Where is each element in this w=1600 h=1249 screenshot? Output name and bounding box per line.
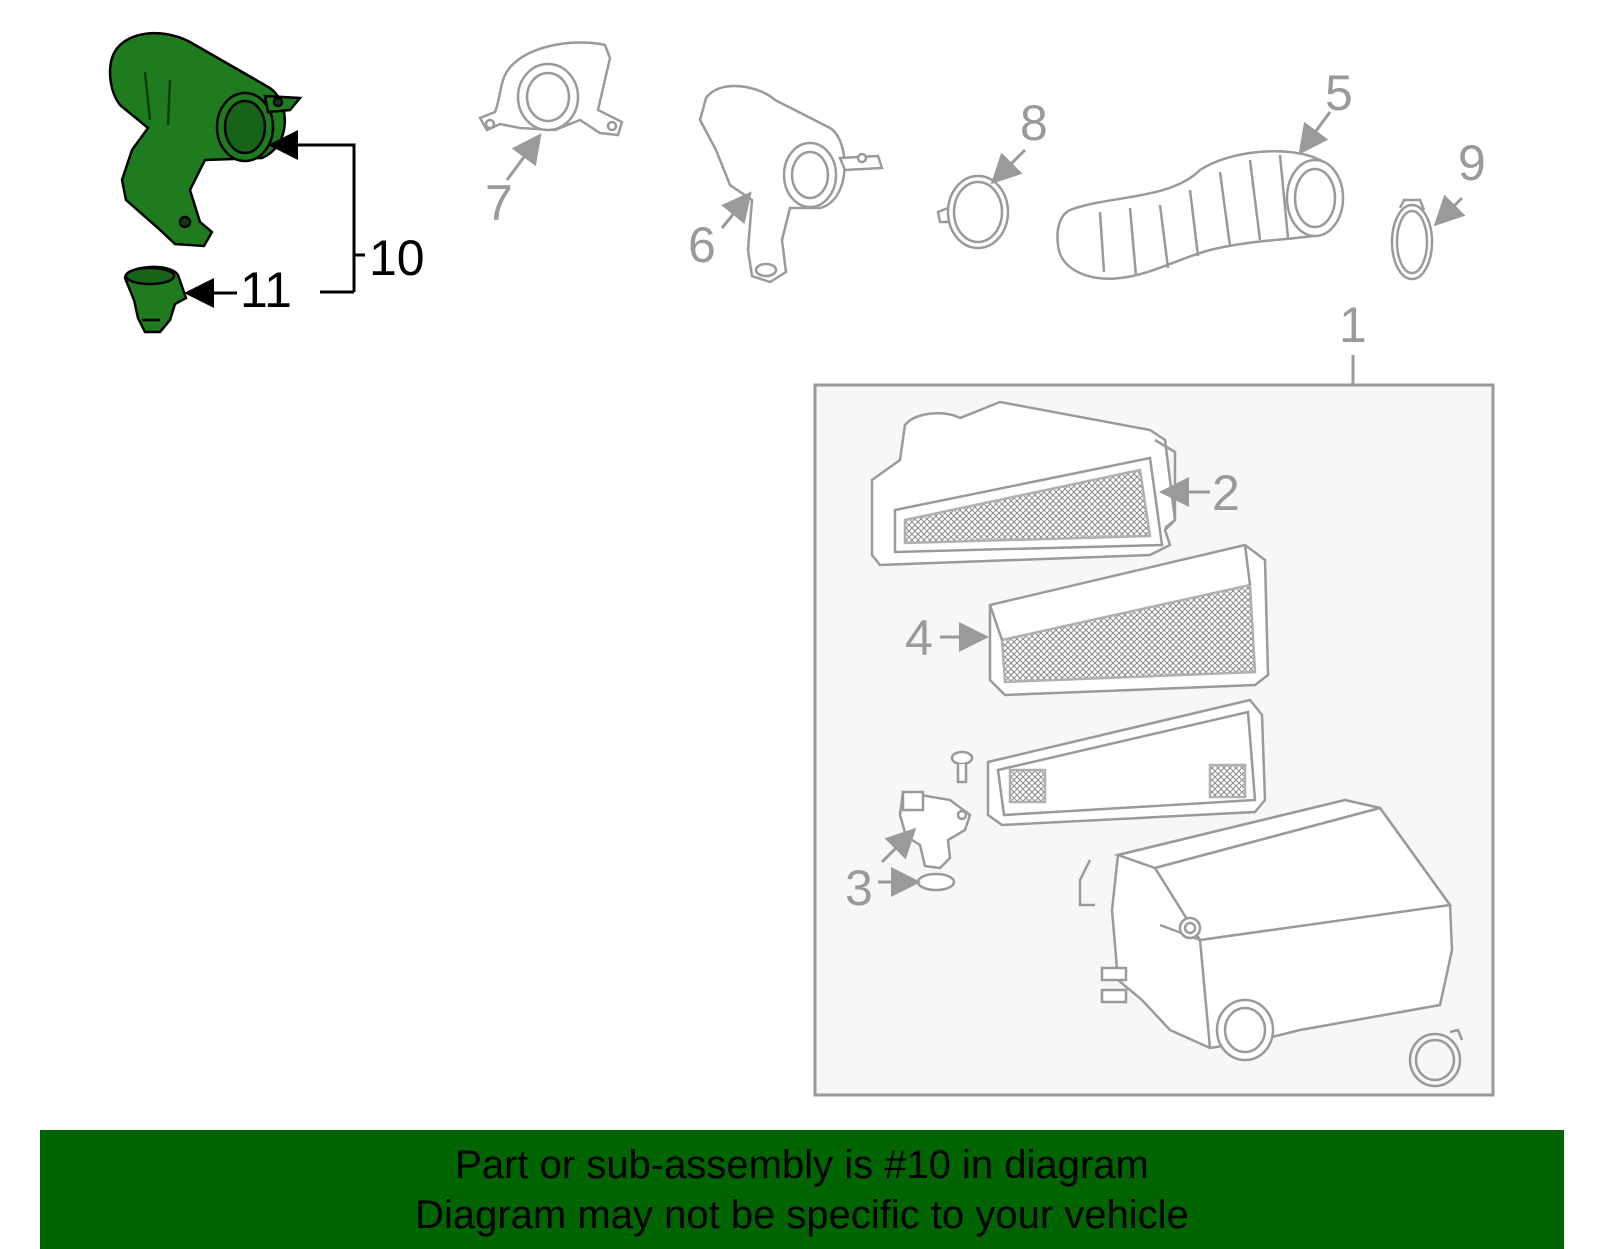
callout-4: 4 [905,610,933,666]
callout-9: 9 [1458,135,1486,191]
part-4-filter-element[interactable] [988,543,1270,697]
callout-2: 2 [1212,465,1240,521]
info-banner: Part or sub-assembly is #10 in diagram D… [40,1130,1564,1249]
part-5-hose[interactable] [1056,150,1345,280]
callout-8: 8 [1020,95,1048,151]
callout-11: 11 [240,262,292,318]
callout-1: 1 [1339,297,1367,353]
lower-clamp[interactable] [1408,1028,1464,1088]
part-7-duct[interactable] [478,41,624,137]
part-3-airflow-sensor[interactable] [898,790,972,892]
leader-lines-10-11 [184,130,365,308]
lower-case[interactable] [1078,798,1454,1062]
callout-6: 6 [688,217,716,273]
callout-10: 10 [369,230,425,286]
leader-6 [720,191,752,229]
leader-5 [1298,111,1332,155]
banner-line-1: Part or sub-assembly is #10 in diagram [455,1143,1149,1187]
leader-9 [1433,194,1466,227]
callout-5: 5 [1325,65,1353,121]
part-8-clamp[interactable] [936,174,1010,250]
part-10-intake-tube[interactable] [108,31,303,248]
part-2-upper-case[interactable] [870,400,1177,567]
gasket-plate[interactable] [986,698,1267,827]
banner-line-2: Diagram may not be specific to your vehi… [415,1193,1189,1237]
callout-3: 3 [845,860,873,916]
leader-3a [880,827,917,864]
part-11-clip[interactable] [123,265,188,334]
leader-8 [990,148,1027,185]
leader-7 [505,133,542,181]
screw[interactable] [950,750,974,784]
part-9-clamp[interactable] [1390,198,1434,281]
part-6-resonator[interactable] [698,84,884,284]
callout-7: 7 [485,175,513,231]
